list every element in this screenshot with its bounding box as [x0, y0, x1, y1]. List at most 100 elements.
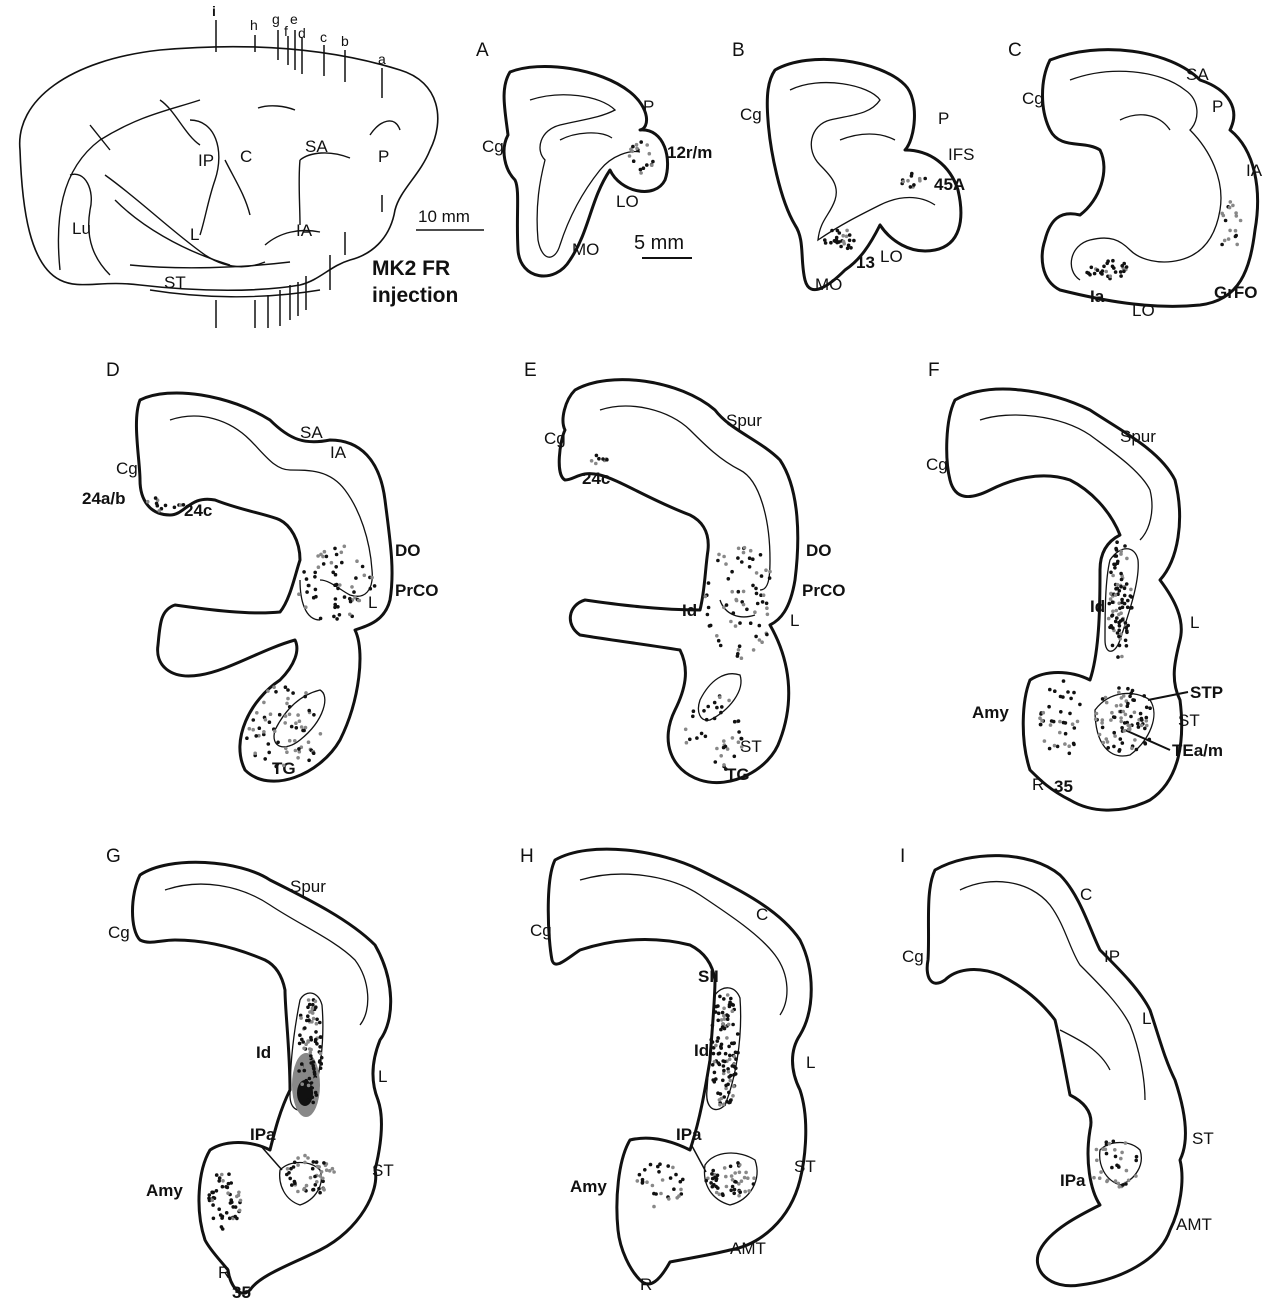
labeled-neuron-dot — [1129, 714, 1133, 719]
labeled-neuron-dot — [1134, 1158, 1138, 1163]
labeled-neuron-dot — [1048, 687, 1052, 692]
label-g-st: ST — [372, 1161, 394, 1180]
labeled-neuron-dot — [732, 1041, 736, 1045]
labeled-neuron-dot — [1089, 265, 1094, 270]
labeled-neuron-dot — [348, 612, 352, 617]
labeled-neuron-dot — [338, 583, 342, 587]
area-b-45a: 45A — [934, 175, 965, 194]
area-b-13: 13 — [856, 253, 875, 272]
labeled-neuron-dot — [733, 1171, 737, 1175]
labeled-neuron-dot — [321, 1176, 325, 1181]
labeled-neuron-dot — [1094, 1147, 1099, 1152]
labeled-neuron-dot — [207, 1198, 212, 1203]
labeled-neuron-dot — [710, 1063, 715, 1067]
lateral-label-ip: IP — [198, 151, 214, 170]
labeled-neuron-dot — [736, 648, 741, 652]
labeled-neuron-dot — [728, 1078, 733, 1083]
label-a-cg: Cg — [482, 137, 504, 156]
labeled-neuron-dot — [732, 1187, 737, 1192]
labeled-neuron-dot — [1122, 593, 1127, 598]
labeled-neuron-dot — [319, 1170, 324, 1174]
labeled-neuron-dot — [1126, 701, 1130, 706]
labeled-neuron-dot — [732, 1084, 736, 1089]
labeled-neuron-dot — [355, 559, 359, 563]
label-f-r: R — [1032, 775, 1044, 794]
labeled-neuron-dot — [237, 1208, 242, 1213]
labeled-neuron-dot — [637, 1172, 642, 1177]
labeled-neuron-dot — [751, 648, 756, 652]
area-c-ia: Ia — [1090, 287, 1105, 306]
labeled-neuron-dot — [360, 564, 365, 569]
labeled-neuron-dot — [597, 456, 601, 461]
labeled-neuron-dot — [1101, 740, 1106, 745]
labeled-neuron-dot — [302, 728, 306, 733]
labeled-neuron-dot — [759, 593, 763, 597]
label-c-ia: IA — [1246, 161, 1263, 180]
labeled-neuron-dot — [348, 599, 353, 604]
area-f-35: 35 — [1054, 777, 1073, 796]
panel-letter-e: E — [524, 360, 537, 381]
labeled-neuron-dot — [722, 1095, 726, 1099]
labeled-neuron-dot — [1125, 605, 1130, 610]
labeled-neuron-dot — [302, 1187, 306, 1192]
labeled-neuron-dot — [677, 1194, 681, 1198]
labeled-neuron-dot — [372, 584, 377, 588]
labeled-neuron-dot — [658, 1162, 662, 1166]
labeled-neuron-dot — [745, 607, 749, 612]
label-h-l: L — [806, 1053, 815, 1072]
labeled-neuron-dot — [297, 592, 301, 596]
labeled-neuron-dot — [1123, 621, 1128, 625]
labeled-neuron-dot — [712, 1070, 717, 1075]
label-b-cg: Cg — [740, 105, 762, 124]
label-e-spur: Spur — [726, 411, 762, 430]
labeled-neuron-dot — [1114, 608, 1119, 613]
labeled-neuron-dot — [263, 757, 268, 761]
labeled-neuron-dot — [296, 1163, 300, 1167]
labeled-neuron-dot — [901, 179, 905, 184]
labeled-neuron-dot — [758, 553, 763, 557]
labeled-neuron-dot — [181, 503, 186, 507]
label-g-l: L — [378, 1067, 387, 1086]
labeled-neuron-dot — [631, 144, 635, 149]
labeled-neuron-dot — [1115, 586, 1120, 591]
labeled-neuron-dot — [725, 747, 730, 751]
labeled-neuron-dot — [718, 1103, 722, 1107]
labeled-neuron-dot — [1115, 540, 1119, 544]
labeled-neuron-dot — [327, 1169, 332, 1173]
labeled-neuron-dot — [717, 1098, 722, 1102]
labeled-neuron-dot — [1117, 686, 1121, 690]
labeled-neuron-dot — [1088, 272, 1092, 277]
labeled-neuron-dot — [733, 624, 738, 628]
labeled-neuron-dot — [350, 614, 355, 619]
labeled-neuron-dot — [289, 1166, 293, 1171]
labeled-neuron-dot — [306, 1014, 310, 1018]
labeled-neuron-dot — [1124, 1168, 1129, 1173]
labeled-neuron-dot — [727, 1044, 731, 1049]
labeled-neuron-dot — [823, 241, 828, 245]
labeled-neuron-dot — [765, 612, 770, 617]
labeled-neuron-dot — [254, 711, 259, 715]
labeled-neuron-dot — [1110, 1165, 1114, 1170]
labeled-neuron-dot — [1148, 706, 1152, 710]
labeled-neuron-dot — [324, 1168, 329, 1172]
labeled-neuron-dot — [304, 1078, 309, 1083]
labeled-neuron-dot — [730, 1178, 735, 1182]
labeled-neuron-dot — [310, 1095, 315, 1100]
labeled-neuron-dot — [1144, 719, 1149, 723]
labeled-neuron-dot — [308, 1175, 313, 1180]
section-scale-label: 5 mm — [634, 232, 684, 254]
labeled-neuron-dot — [730, 1009, 735, 1013]
labeled-neuron-dot — [741, 589, 746, 594]
labeled-neuron-dot — [1231, 203, 1235, 208]
labeled-neuron-dot — [722, 554, 726, 559]
level-mark-b: b — [341, 33, 349, 49]
labeled-neuron-dot — [718, 994, 722, 999]
labeled-neuron-dot — [1117, 624, 1122, 628]
labeled-neuron-dot — [1125, 704, 1130, 708]
labeled-neuron-dot — [1125, 556, 1129, 561]
labeled-neuron-dot — [220, 1216, 224, 1220]
labeled-neuron-dot — [318, 732, 323, 736]
labeled-neuron-dot — [1117, 749, 1121, 753]
labeled-neuron-dot — [1134, 1174, 1138, 1178]
labeled-neuron-dot — [1108, 625, 1112, 630]
